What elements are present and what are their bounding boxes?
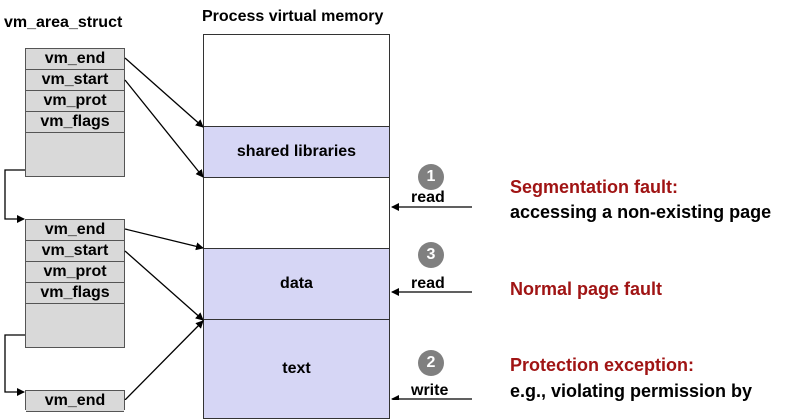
- access-badge-1: 1: [418, 164, 444, 190]
- field-vm-end: vm_end: [26, 220, 124, 241]
- fault-desc-protection: e.g., violating permission by: [510, 381, 753, 401]
- arrow-vm-start-1: [124, 79, 204, 178]
- fault-desc-segmentation: accessing a non-existing page: [510, 202, 772, 222]
- arrow-vm-end-3: [124, 320, 204, 400]
- region-shared-libraries: shared libraries: [203, 126, 390, 178]
- fault-title-segmentation: Segmentation fault:: [510, 177, 679, 197]
- arrow-vm-start-2: [124, 250, 204, 321]
- field-vm-flags: vm_flags: [26, 112, 124, 133]
- vm-area-struct-1: vm_end vm_start vm_prot vm_flags: [25, 48, 125, 177]
- access-op-3: read: [411, 275, 445, 292]
- field-vm-end: vm_end: [26, 49, 124, 70]
- vm-area-struct-2: vm_end vm_start vm_prot vm_flags: [25, 219, 125, 348]
- field-vm-flags: vm_flags: [26, 283, 124, 304]
- arrow-vm-end-2: [124, 228, 204, 251]
- access-badge-3: 3: [418, 242, 444, 268]
- field-vm-start: vm_start: [26, 241, 124, 262]
- vm-area-struct-label: vm_area_struct: [4, 14, 123, 31]
- arrow-vm-end-1: [124, 57, 204, 128]
- region-data: data: [203, 248, 390, 320]
- field-vm-start: vm_start: [26, 70, 124, 91]
- arrow-next-2: [4, 334, 25, 396]
- arrows-overlay: [4, 57, 472, 400]
- fault-title-protection: Protection exception:: [510, 355, 695, 375]
- access-op-2: write: [411, 382, 449, 399]
- access-op-1: read: [411, 189, 445, 206]
- field-vm-prot: vm_prot: [26, 91, 124, 112]
- process-virtual-memory-label: Process virtual memory: [202, 8, 384, 25]
- fault-title-normal: Normal page fault: [510, 279, 663, 299]
- field-vm-prot: vm_prot: [26, 262, 124, 283]
- access-badge-2: 2: [418, 350, 444, 376]
- arrow-next-1: [4, 169, 25, 223]
